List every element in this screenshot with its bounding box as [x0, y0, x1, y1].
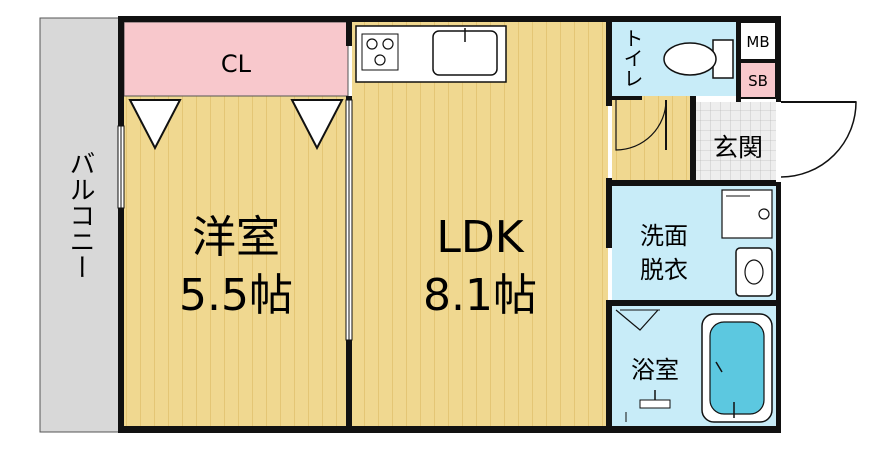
bathroom-label: 浴室	[631, 356, 679, 384]
balcony-label: バルコニー	[65, 150, 95, 280]
stove-burner-icon	[374, 54, 386, 66]
walls	[118, 16, 781, 433]
sliding-door-ldk	[345, 99, 353, 341]
closet-door-right	[290, 99, 344, 151]
wash-basin-icon	[735, 247, 773, 297]
window-west	[117, 125, 125, 209]
shower-icon	[625, 390, 671, 422]
bathtub-icon	[701, 313, 773, 423]
hall-floor	[612, 96, 696, 182]
stove-burner-icon	[366, 38, 378, 50]
hall-door	[615, 99, 667, 151]
entrance-door	[780, 101, 857, 178]
balcony	[39, 17, 121, 433]
washroom-door	[615, 309, 659, 331]
washroom-label-line1: 洗面	[640, 222, 688, 250]
entrance-label: 玄関	[713, 133, 763, 162]
western-room-floor	[124, 96, 348, 426]
mb-label: MB	[746, 33, 769, 51]
stove-burner-icon	[382, 38, 394, 50]
toilet-label: トイレ	[620, 28, 644, 88]
western-room-size: 5.5帖	[179, 270, 293, 321]
closet-door-left	[128, 99, 182, 151]
sb-label: SB	[748, 72, 768, 90]
ldk-floor	[352, 22, 608, 426]
ldk-size: 8.1帖	[423, 270, 537, 321]
washroom-label-line2: 脱衣	[640, 256, 688, 284]
washing-machine-icon	[721, 189, 773, 239]
kitchen-counter	[355, 25, 507, 83]
ldk-name: LDK	[436, 212, 524, 263]
toilet-icon	[663, 39, 734, 79]
closet-label: CL	[221, 50, 252, 78]
western-room-name: 洋室	[192, 212, 280, 263]
entrance-floor	[696, 102, 776, 182]
